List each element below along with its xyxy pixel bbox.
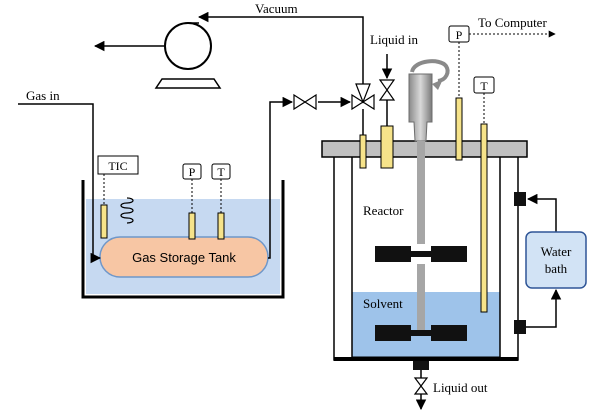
gas-feed-probe (359, 134, 367, 169)
transfer-pipe-out (268, 96, 294, 259)
vacuum-line: Vacuum (93, 1, 364, 89)
tic-probe (100, 204, 108, 239)
lower-impeller-right-blade (431, 325, 467, 341)
water-bath (525, 231, 587, 289)
jacket-port-top (514, 192, 526, 206)
upper-impeller-right-blade (431, 246, 467, 262)
valve-icon[interactable] (351, 83, 375, 111)
stirrer-shaft (417, 141, 425, 334)
liquid-feed-probe (380, 125, 394, 169)
reactor-pressure-probe (455, 97, 463, 161)
reactor-bottom (334, 357, 518, 361)
valve-icon[interactable] (413, 377, 429, 395)
upper-impeller-hub (409, 251, 433, 257)
gas-in-line: Gas in (18, 88, 102, 264)
tank-pressure-probe (188, 212, 196, 240)
valve-icon[interactable] (378, 79, 396, 101)
tic-label: TIC (108, 159, 127, 173)
tic-label-box (97, 155, 139, 175)
water-bath-loop: Water bath (525, 193, 587, 328)
gas-storage-bath: Gas Storage Tank TIC P T (81, 155, 285, 299)
water-bath-supply (526, 288, 562, 328)
solvent-label: Solvent (363, 296, 403, 311)
reactor-pressure-label: P (456, 28, 463, 42)
water-bath-label-line1: Water (541, 244, 572, 259)
valve-icon[interactable] (293, 93, 317, 111)
gas-in-pipe (18, 103, 102, 264)
liquid-in-line: Liquid in (370, 32, 419, 126)
vacuum-pump-icon (154, 22, 222, 89)
to-computer-label: To Computer (478, 15, 547, 30)
lower-impeller-left-blade (375, 325, 411, 341)
bath-container (81, 180, 285, 299)
reactor: Reactor Solvent P To Computer T (321, 15, 556, 411)
gas-in-label: Gas in (26, 88, 60, 103)
reactor-temperature-label: T (480, 79, 488, 93)
transfer-line (268, 83, 375, 259)
tank-pressure-label: P (189, 165, 196, 179)
water-bath-label-line2: bath (545, 261, 568, 276)
stirrer-motor-icon (408, 59, 450, 142)
lower-impeller-hub (409, 330, 433, 336)
water-bath-return (526, 193, 557, 232)
jacket-port-bottom (514, 320, 526, 334)
drain-port (413, 361, 429, 370)
reactor-temperature-probe (480, 123, 488, 313)
tank-temperature-probe (217, 212, 225, 240)
tank-temperature-label: T (217, 165, 225, 179)
vacuum-pipe (197, 11, 364, 84)
reactor-label: Reactor (363, 203, 404, 218)
gas-storage-tank-label: Gas Storage Tank (132, 250, 236, 265)
vacuum-label: Vacuum (255, 1, 298, 16)
heating-coil-icon (120, 197, 134, 224)
liquid-in-label: Liquid in (370, 32, 419, 47)
solvent-liquid (352, 292, 500, 357)
liquid-out-label: Liquid out (433, 380, 488, 395)
upper-impeller-left-blade (375, 246, 411, 262)
